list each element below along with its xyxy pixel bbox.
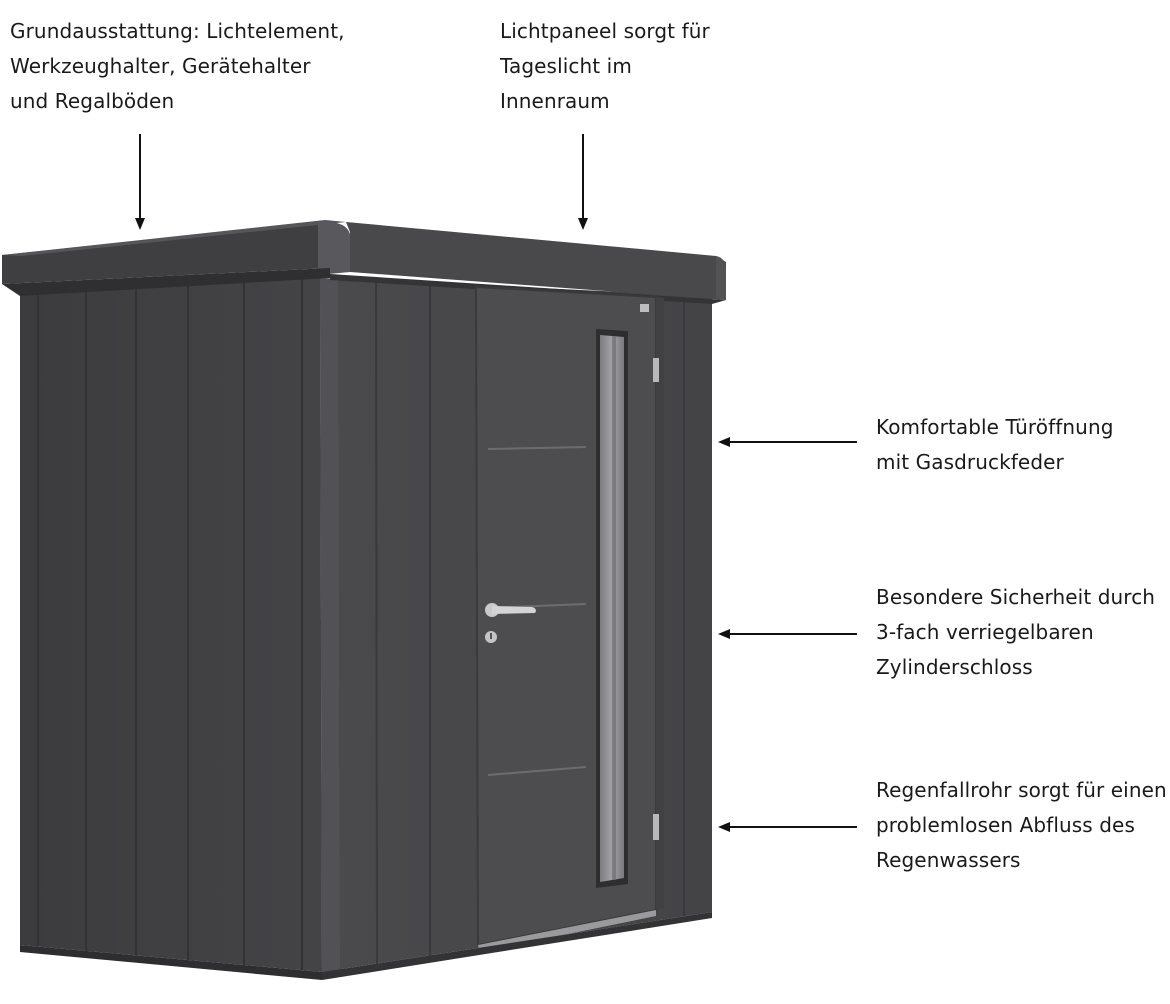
annotation-line: problemlosen Abfluss des bbox=[876, 813, 1135, 837]
annotation-line: Tageslicht im bbox=[500, 54, 632, 78]
annotation-line: 3-fach verriegelbaren bbox=[876, 620, 1094, 644]
annotation-line: Komfortable Türöffnung bbox=[876, 415, 1114, 439]
shed-door bbox=[474, 285, 664, 952]
annotation-line: Lichtpaneel sorgt für bbox=[500, 19, 710, 43]
front-base bbox=[322, 912, 712, 980]
side-base bbox=[20, 945, 322, 980]
lower-hinge-icon bbox=[653, 814, 659, 840]
annotation-arrows bbox=[135, 134, 857, 832]
annotation-security: Besondere Sicherheit durch 3-fach verrie… bbox=[876, 580, 1155, 685]
annotation-line: und Regalböden bbox=[10, 89, 175, 113]
annotation-line: Grundausstattung: Lichtelement, bbox=[10, 19, 345, 43]
annotation-line: Besondere Sicherheit durch bbox=[876, 585, 1156, 609]
light-panel-glass bbox=[596, 329, 628, 888]
upper-hinge-icon bbox=[653, 358, 659, 382]
cylinder-lock-icon bbox=[485, 631, 497, 643]
annotation-door-opening: Komfortable Türöffnung mit Gasdruckfeder bbox=[876, 410, 1114, 480]
door-handle-icon bbox=[485, 603, 536, 617]
annotation-equipment: Grundausstattung: Lichtelement, Werkzeug… bbox=[10, 14, 345, 119]
annotation-line: Zylinderschloss bbox=[876, 655, 1033, 679]
annotation-line: Regenwassers bbox=[876, 848, 1021, 872]
shed-side-wall bbox=[20, 278, 322, 972]
annotation-downpipe: Regenfallrohr sorgt für einen problemlos… bbox=[876, 773, 1167, 878]
annotation-line: Innenraum bbox=[500, 89, 610, 113]
annotation-light-panel: Lichtpaneel sorgt für Tageslicht im Inne… bbox=[500, 14, 710, 119]
logo-plate bbox=[640, 304, 649, 312]
annotation-line: mit Gasdruckfeder bbox=[876, 450, 1064, 474]
annotation-line: Regenfallrohr sorgt für einen bbox=[876, 778, 1167, 802]
annotation-line: Werkzeughalter, Gerätehalter bbox=[10, 54, 311, 78]
